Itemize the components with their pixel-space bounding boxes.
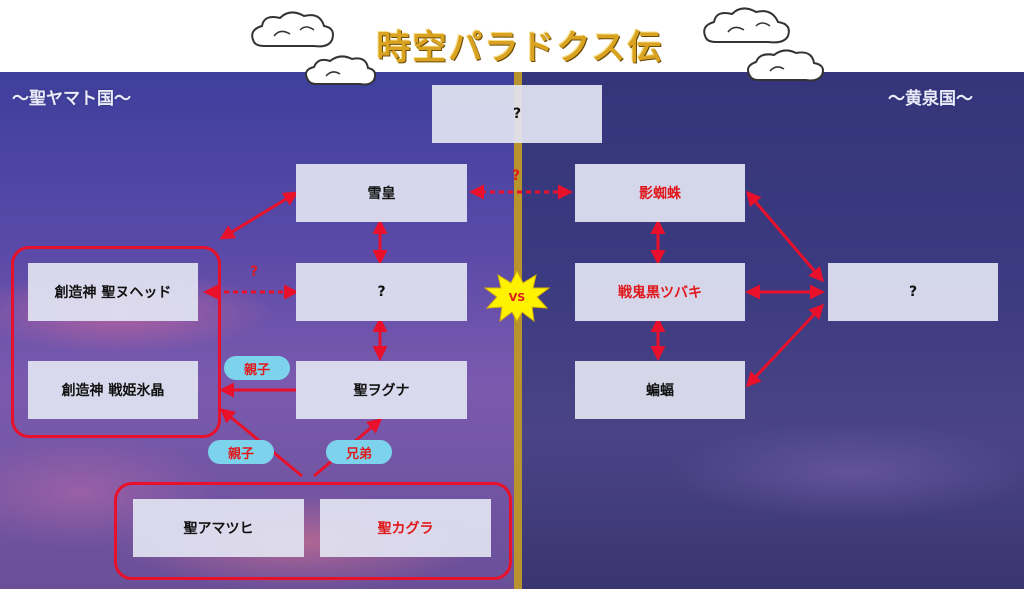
node-top-unknown: ? [432, 85, 602, 143]
node-yoguna: 聖ヲグナ [296, 361, 467, 419]
left-region-label: 〜聖ヤマト国〜 [12, 89, 131, 109]
creator-gods-group [11, 246, 221, 438]
diagram-title: 時空パラドクス伝 [376, 28, 664, 68]
node-kagegumo: 影蜘蛛 [575, 164, 745, 222]
arrow-yukiko-creators [219, 191, 299, 240]
node-center-unknown: ? [296, 263, 467, 321]
relation-unknown-mark: ? [250, 264, 259, 280]
arrow-koumori-right [745, 303, 825, 388]
node-creator-hemhed: 創造神 聖ヌヘッド [28, 263, 198, 321]
center-divider [514, 72, 522, 589]
vs-burst-icon: VS [484, 270, 550, 322]
node-creator-suisho: 創造神 戦姫氷晶 [28, 361, 198, 419]
node-amatsuhi: 聖アマツヒ [133, 499, 304, 557]
node-tsubaki: 戦鬼黒ツバキ [575, 263, 745, 321]
relation-tag-oyako: 親子 [224, 356, 290, 380]
relation-unknown-mark: ? [512, 168, 521, 184]
relation-tag-kyoudai: 兄弟 [326, 440, 392, 464]
vs-label: VS [509, 291, 526, 304]
children-group [114, 482, 512, 580]
node-yukiko: 雪皇 [296, 164, 467, 222]
cloud-icon [251, 11, 334, 48]
relation-tag-oyako: 親子 [208, 440, 274, 464]
cloud-icon [747, 49, 824, 82]
node-koumori: 蝙蝠 [575, 361, 745, 419]
right-region-label: 〜黄泉国〜 [888, 89, 973, 109]
arrow-kagegumo-right [746, 190, 824, 283]
node-kagura: 聖カグラ [320, 499, 491, 557]
node-right-unknown: ? [828, 263, 998, 321]
title-bar [0, 0, 1024, 72]
cloud-icon [703, 7, 790, 44]
cloud-icon [305, 55, 377, 86]
